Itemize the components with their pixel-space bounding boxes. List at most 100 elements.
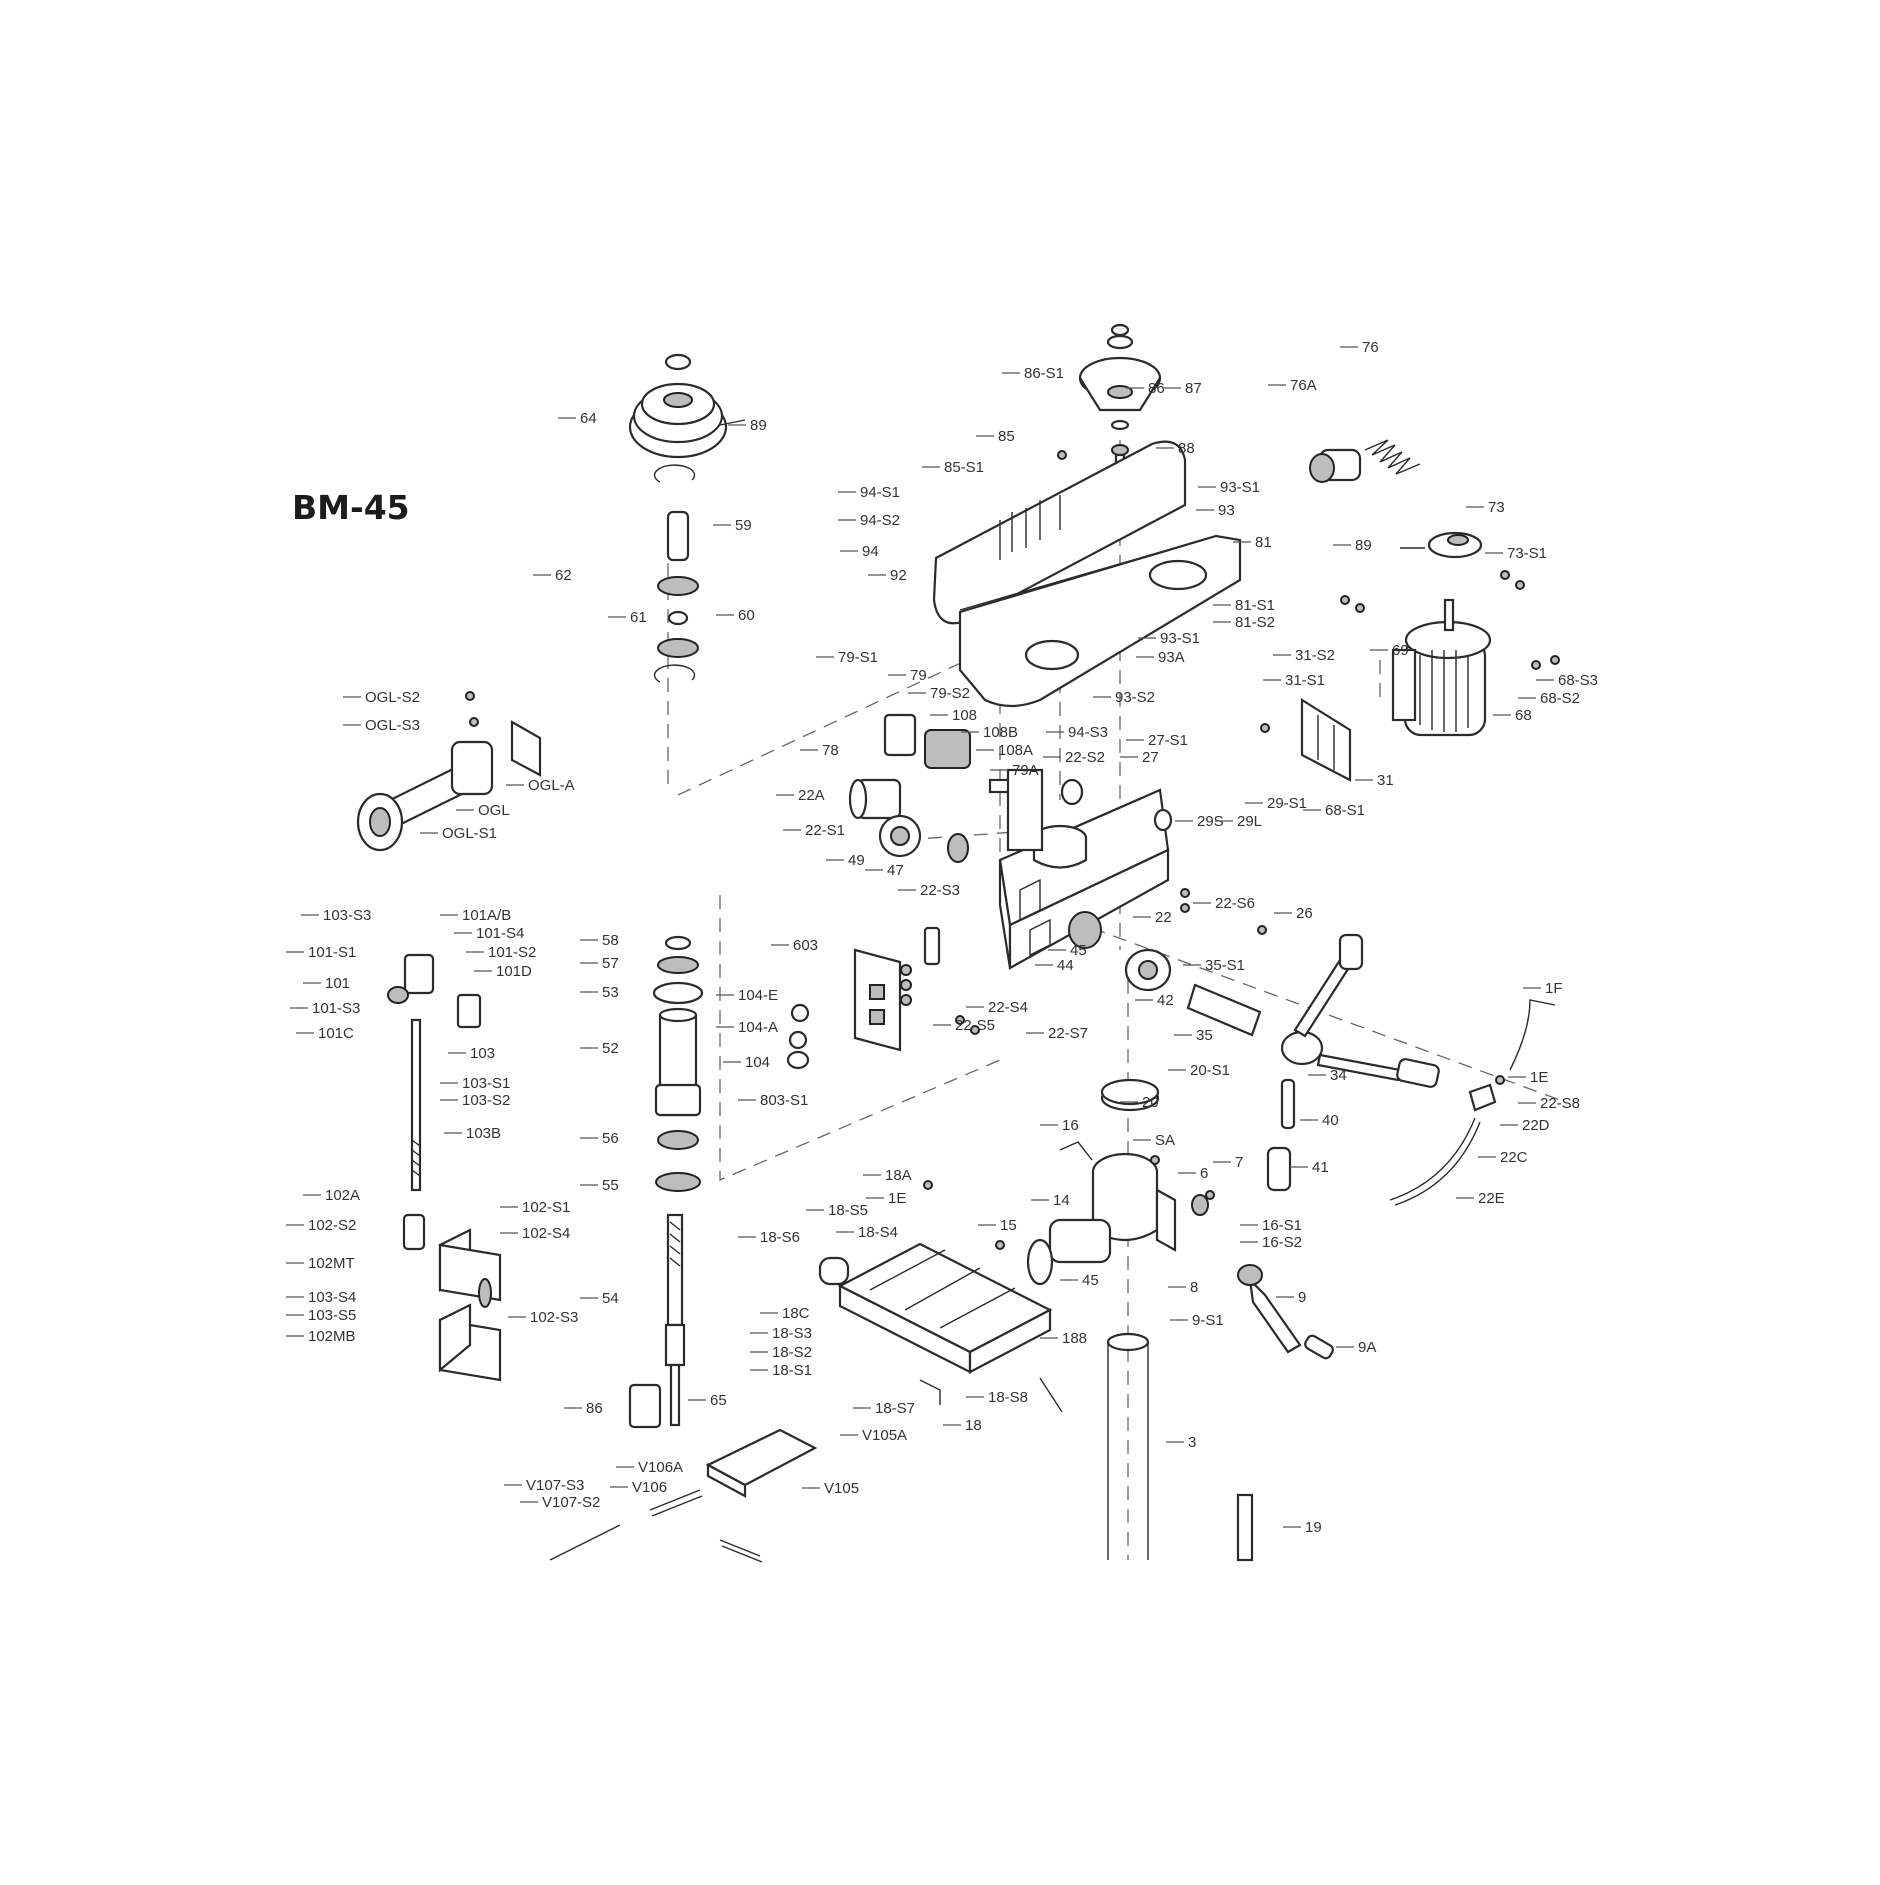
part-label-101a-b: 101A/B <box>462 907 511 924</box>
part-label-v107-s3: V107-S3 <box>526 1477 584 1494</box>
part-label-18-s1: 18-S1 <box>772 1362 812 1379</box>
part-label-101-s3: 101-S3 <box>312 1000 360 1017</box>
fasteners <box>923 450 1560 1250</box>
part-label-81: 81 <box>1255 534 1272 551</box>
part-label-104-a: 104-A <box>738 1019 778 1036</box>
chuck-arbor <box>1124 948 1262 1037</box>
part-label-40: 40 <box>1322 1112 1339 1129</box>
part-label-103-s4: 103-S4 <box>308 1289 356 1306</box>
part-label-22a: 22A <box>798 787 825 804</box>
part-label-108: 108 <box>952 707 977 724</box>
part-label-19: 19 <box>1305 1519 1322 1536</box>
part-label-22c: 22C <box>1500 1149 1528 1166</box>
part-label-22-s5: 22-S5 <box>955 1017 995 1034</box>
column <box>1106 1332 1150 1560</box>
feed-handles <box>1266 933 1440 1192</box>
part-label-22-s1: 22-S1 <box>805 822 845 839</box>
part-label-ogl: OGL <box>478 802 510 819</box>
part-label-18a: 18A <box>885 1167 912 1184</box>
part-label-8: 8 <box>1190 1279 1198 1296</box>
part-label-86: 86 <box>1148 380 1165 397</box>
part-label-ogl-a: OGL-A <box>528 777 575 794</box>
part-label-18-s4: 18-S4 <box>858 1224 898 1241</box>
part-label-79-s1: 79-S1 <box>838 649 878 666</box>
part-label-9a: 9A <box>1358 1339 1376 1356</box>
part-label-22-s7: 22-S7 <box>1048 1025 1088 1042</box>
part-label-ogl-s3: OGL-S3 <box>365 717 420 734</box>
spindle-pulley-assembly <box>628 353 746 683</box>
part-label-101-s4: 101-S4 <box>476 925 524 942</box>
motor <box>1391 531 1492 737</box>
power-cable <box>1389 999 1556 1206</box>
part-label-94-s3: 94-S3 <box>1068 724 1108 741</box>
part-label-v106: V106 <box>632 1479 667 1496</box>
spring-assembly <box>1309 439 1421 483</box>
part-label-45: 45 <box>1070 942 1087 959</box>
part-label-9-s1: 9-S1 <box>1192 1312 1224 1329</box>
part-label-41: 41 <box>1312 1159 1329 1176</box>
part-label-81-s2: 81-S2 <box>1235 614 1275 631</box>
spindle-quill <box>628 935 704 1429</box>
part-label-31-s1: 31-S1 <box>1285 672 1325 689</box>
part-label-85: 85 <box>998 428 1015 445</box>
part-label-103-s2: 103-S2 <box>462 1092 510 1109</box>
part-label-104: 104 <box>745 1054 770 1071</box>
part-label-603: 603 <box>793 937 818 954</box>
part-label-v107-s2: V107-S2 <box>542 1494 600 1511</box>
part-label-55: 55 <box>602 1177 619 1194</box>
part-label-60: 60 <box>738 607 755 624</box>
part-label-93a: 93A <box>1158 649 1185 666</box>
part-label-94-s2: 94-S2 <box>860 512 900 529</box>
vise-assembly <box>549 1428 818 1563</box>
part-label-61: 61 <box>630 609 647 626</box>
table-bracket <box>1026 1141 1209 1286</box>
part-label-64: 64 <box>580 410 597 427</box>
part-label-68-s1: 68-S1 <box>1325 802 1365 819</box>
part-label-86: 86 <box>586 1400 603 1417</box>
part-label-16-s1: 16-S1 <box>1262 1217 1302 1234</box>
part-label-26: 26 <box>1296 905 1313 922</box>
part-label-22-s4: 22-S4 <box>988 999 1028 1016</box>
part-label-34: 34 <box>1330 1067 1347 1084</box>
part-label-52: 52 <box>602 1040 619 1057</box>
part-label-102-s2: 102-S2 <box>308 1217 356 1234</box>
part-label-18-s7: 18-S7 <box>875 1400 915 1417</box>
part-label-102a: 102A <box>325 1187 360 1204</box>
part-label-22d: 22D <box>1522 1117 1550 1134</box>
part-label-92: 92 <box>890 567 907 584</box>
part-label-73: 73 <box>1488 499 1505 516</box>
part-label-101d: 101D <box>496 963 532 980</box>
part-label-87: 87 <box>1185 380 1202 397</box>
work-table <box>818 1242 1063 1413</box>
part-label-22-s3: 22-S3 <box>920 882 960 899</box>
part-label-89: 89 <box>750 417 767 434</box>
part-label-68-s2: 68-S2 <box>1540 690 1580 707</box>
part-label-68: 68 <box>1515 707 1532 724</box>
part-label-57: 57 <box>602 955 619 972</box>
part-label-47: 47 <box>887 862 904 879</box>
part-label-53: 53 <box>602 984 619 1001</box>
part-label-103b: 103B <box>466 1125 501 1142</box>
part-label-31-s2: 31-S2 <box>1295 647 1335 664</box>
part-label-18c: 18C <box>782 1305 810 1322</box>
part-label-22-s8: 22-S8 <box>1540 1095 1580 1112</box>
part-label-102-s3: 102-S3 <box>530 1309 578 1326</box>
rack <box>1236 1493 1254 1562</box>
part-label-108b: 108B <box>983 724 1018 741</box>
motor-pulley-assembly <box>1078 323 1162 487</box>
part-label-86-s1: 86-S1 <box>1024 365 1064 382</box>
part-label-18: 18 <box>965 1417 982 1434</box>
part-label-27-s1: 27-S1 <box>1148 732 1188 749</box>
control-panel <box>786 926 941 1070</box>
part-label-20-s1: 20-S1 <box>1190 1062 1230 1079</box>
part-label-22e: 22E <box>1478 1190 1505 1207</box>
part-label-803-s1: 803-S1 <box>760 1092 808 1109</box>
part-label-ogl-s2: OGL-S2 <box>365 689 420 706</box>
part-label-31: 31 <box>1377 772 1394 789</box>
part-label-35: 35 <box>1196 1027 1213 1044</box>
part-label-58: 58 <box>602 932 619 949</box>
part-label-1e: 1E <box>1530 1069 1548 1086</box>
part-label-1f: 1F <box>1545 980 1563 997</box>
part-label-108a: 108A <box>998 742 1033 759</box>
